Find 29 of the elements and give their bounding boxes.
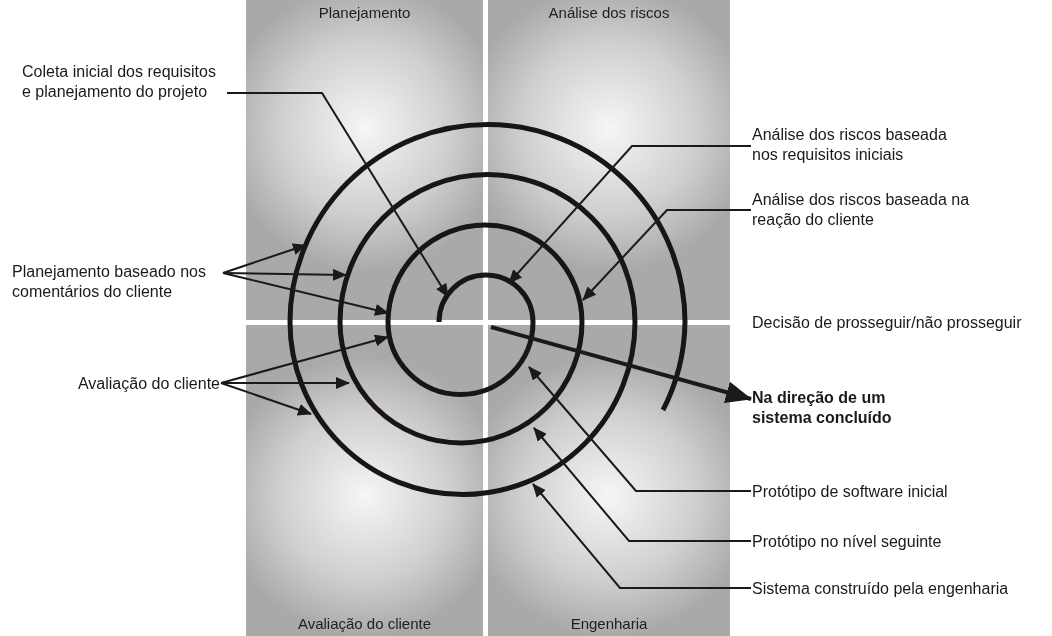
quadrant-title: Planejamento xyxy=(318,3,411,23)
leader-line xyxy=(532,483,752,589)
direction-arrow xyxy=(490,325,752,403)
annotation-text: Protótipo de software inicial xyxy=(752,482,992,502)
annotation-text: Planejamento baseado nos comentários do cliente xyxy=(12,262,222,302)
leader-line xyxy=(508,145,752,284)
quadrant-title: Análise dos riscos xyxy=(548,3,670,23)
leader-line xyxy=(582,209,752,301)
quadrant-title: Engenharia xyxy=(570,614,648,634)
annotation-text: Sistema construído pela engenharia xyxy=(752,579,1042,599)
leader-line xyxy=(226,92,449,298)
quadrant-panel xyxy=(246,325,483,636)
leader-line xyxy=(220,382,312,416)
annotation-text: Análise dos riscos baseada na reação do cliente xyxy=(752,190,976,230)
leader-line xyxy=(533,427,752,542)
annotation-text: Análise dos riscos baseada nos requisitos iniciais xyxy=(752,125,976,165)
leader-line xyxy=(220,334,389,384)
annotation-text: Na direção de um sistema concluído xyxy=(752,388,917,428)
quadrant-title: Avaliação do cliente xyxy=(297,614,432,634)
quadrant-panel xyxy=(488,0,730,320)
quadrant-panel xyxy=(246,0,483,320)
leader-line xyxy=(222,243,307,274)
annotation-text: Coleta inicial dos requisitos e planejamento do projeto xyxy=(22,62,226,102)
leader-line xyxy=(222,272,389,316)
leader-line xyxy=(528,366,752,492)
annotation-text: Protótipo no nível seguinte xyxy=(752,532,992,552)
quadrant-panel xyxy=(488,325,730,636)
annotation-text: Avaliação do cliente xyxy=(40,374,220,394)
decision-label: Decisão de prosseguir/não prosseguir xyxy=(752,313,1022,333)
